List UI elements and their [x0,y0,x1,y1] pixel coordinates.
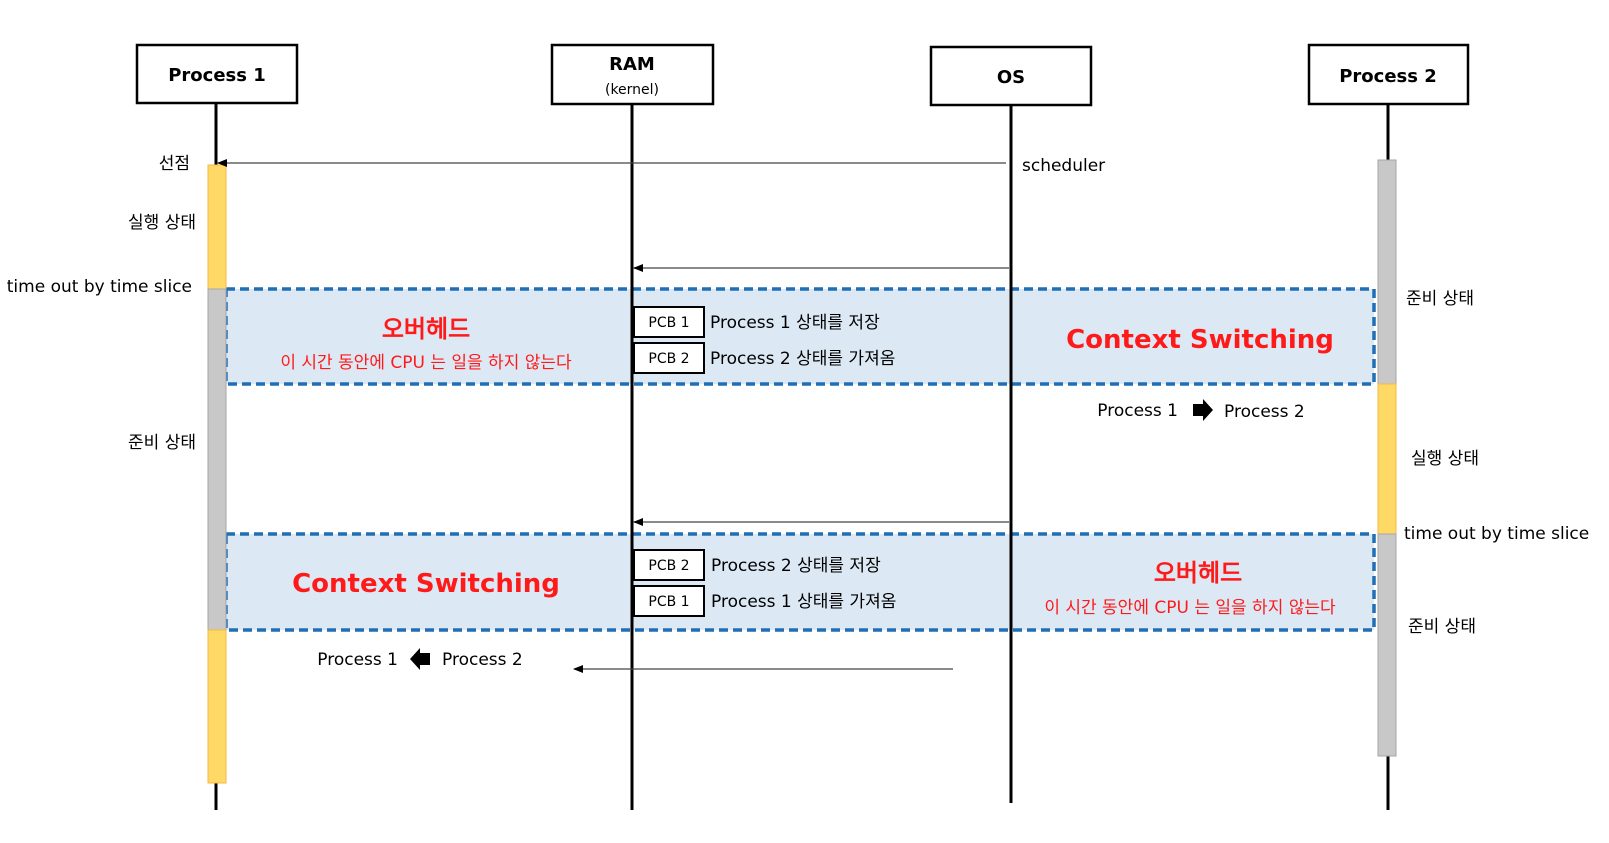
p2-running-bar [1377,383,1397,535]
pcb-box-1a-label: PCB 1 [648,315,689,331]
p1-ready-label: 준비 상태 [128,433,196,453]
context-switch-region-2 [224,532,1376,632]
participant-process-1: Process 1 [135,43,299,105]
participant-os-title: OS [997,67,1025,88]
pcb-box-2b: PCB 1 [633,585,705,617]
overhead-desc-2: 이 시간 동안에 CPU 는 일을 하지 않는다 [1044,598,1336,618]
p2-running-label: 실행 상태 [1411,449,1479,469]
pcb-box-1b: PCB 2 [633,342,705,374]
pcb-box-1a: PCB 1 [633,306,705,338]
left-arrow-icon [410,648,430,670]
overhead-title-2: 오버헤드 [1154,559,1242,587]
participant-os: OS [929,45,1093,107]
p1-preempt-label: 선점 [159,154,190,174]
participant-process-2-title: Process 2 [1339,66,1437,87]
pcb-box-2a-desc: Process 2 상태를 저장 [711,556,881,576]
transition-2-from: Process 1 [317,650,398,670]
p2-ready-top-label: 준비 상태 [1406,289,1474,309]
participant-process-1-title: Process 1 [168,65,266,86]
transition-1-from: Process 1 [1097,401,1178,421]
pcb-box-1a-desc: Process 1 상태를 저장 [710,313,880,333]
p1-ready-bar [207,288,227,631]
context-switching-label-2: Context Switching [292,569,560,599]
pcb-box-1b-label: PCB 2 [648,351,689,367]
p2-ready-bottom-label: 준비 상태 [1408,617,1476,637]
participant-process-2: Process 2 [1307,43,1470,106]
p2-timeout-label: time out by time slice [1404,524,1589,544]
scheduler-label: scheduler [1022,156,1105,176]
p2-ready-bar-1 [1377,159,1397,385]
p2-ready-bar-2 [1377,533,1397,757]
participant-ram-subtitle: (kernel) [605,82,659,98]
p1-running-bar-1 [207,164,227,290]
participant-ram-title: RAM [609,54,655,75]
pcb-box-2b-desc: Process 1 상태를 가져옴 [711,592,896,612]
p1-timeout-label: time out by time slice [7,277,192,297]
pcb-box-2a-label: PCB 2 [648,558,689,574]
overhead-title-1: 오버헤드 [382,315,470,343]
overhead-desc-1: 이 시간 동안에 CPU 는 일을 하지 않는다 [280,353,572,373]
pcb-box-1b-desc: Process 2 상태를 가져옴 [710,349,895,369]
context-switching-label-1: Context Switching [1066,325,1334,355]
right-arrow-icon [1193,399,1213,421]
pcb-box-2a: PCB 2 [633,549,705,581]
participant-ram: RAM (kernel) [550,43,715,106]
transition-2-to: Process 2 [442,650,523,670]
pcb-box-2b-label: PCB 1 [648,594,689,610]
p1-running-bar-2 [207,629,227,784]
p1-running-label: 실행 상태 [128,213,196,233]
transition-1-to: Process 2 [1224,402,1305,422]
